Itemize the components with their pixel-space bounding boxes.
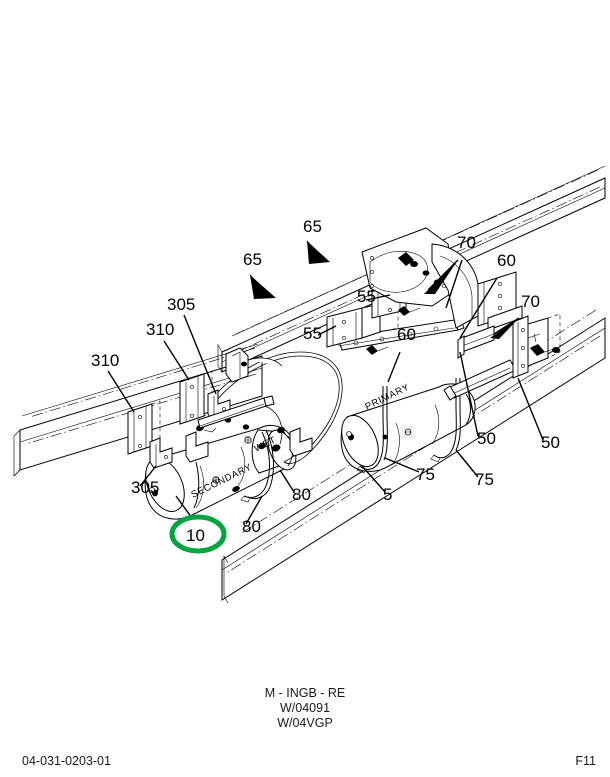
callout-leaders [107,240,544,525]
callout-numbers: 65 65 70 60 70 55 305 310 55 60 310 50 5… [91,217,560,545]
tank-mounting-straps [193,378,461,509]
callout-70-a: 70 [457,233,476,252]
crossmember-bar [197,395,275,429]
title-line-1: M - INGB - RE [264,686,346,700]
callout-75-b: 75 [475,470,494,489]
title-line-3: W/04VGP [277,716,333,730]
callout-60-b: 60 [397,325,416,344]
callout-80-b: 80 [242,517,261,536]
callout-50-a: 50 [477,429,496,448]
callout-305-a: 305 [167,295,195,314]
callout-55-a: 55 [357,287,376,306]
secondary-wet-reservoir-tank [144,424,297,520]
callout-5: 5 [383,485,392,504]
hanger-bracket-305-lower [149,437,173,469]
callout-65-b: 65 [243,250,262,269]
callout-310-b: 310 [91,351,119,370]
callout-55-b: 55 [303,324,322,343]
callout-310-a: 310 [146,320,174,339]
callout-10-highlighted: 10 [186,526,205,545]
bracket-fasteners [366,306,421,355]
crossmember-bracket-60-right [443,359,517,401]
right-mount-bracket-upper [487,305,561,379]
hanger-bracket-310-outer [127,400,161,455]
callout-75-a: 75 [416,465,435,484]
callout-50-b: 50 [541,433,560,452]
callout-305-b: 305 [131,478,159,497]
callout-60-a: 60 [497,251,516,270]
left-of-right-mount-bracket [457,325,495,359]
highlight-ellipse-callout-10 [169,514,227,554]
part-number-label: 04-031-0203-01 [22,754,111,768]
callout-65-a: 65 [303,217,322,236]
strap-hook-brackets [185,427,313,463]
upper-rail-clips [225,347,283,383]
title-block: M - INGB - RE W/04091 W/04VGP [0,686,610,731]
right-mount-fasteners [527,333,560,356]
sheet-code-label: F11 [575,754,596,768]
title-line-2: W/04091 [279,701,331,715]
callout-70-b: 70 [521,292,540,311]
callout-80-a: 80 [292,485,311,504]
primary-reservoir-tank [340,383,476,472]
hanger-bracket-310-inner [179,370,213,425]
